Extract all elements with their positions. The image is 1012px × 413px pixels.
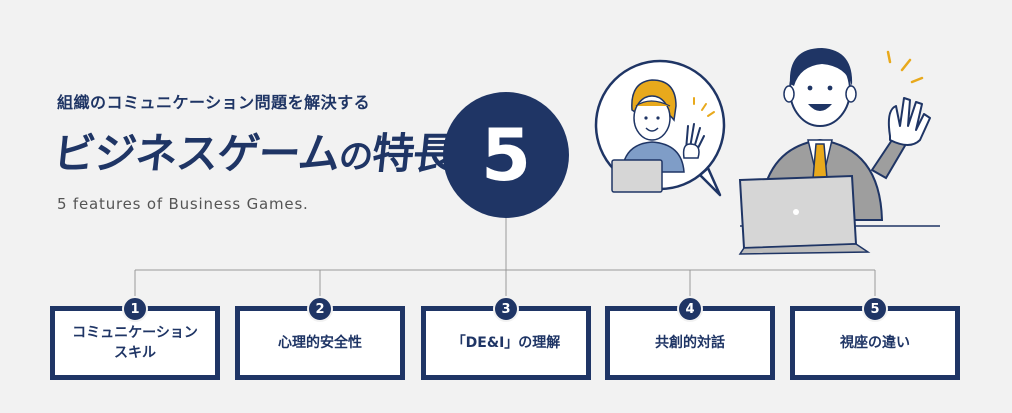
english-title: 5 features of Business Games. [57, 195, 309, 213]
subtitle: 組織のコミュニケーション問題を解決する [57, 93, 371, 112]
woman-waving-icon [594, 59, 726, 197]
feature-number-4: 4 [677, 296, 703, 322]
feature-number-2: 2 [307, 296, 333, 322]
businessman-waving-icon [738, 48, 940, 255]
meeting-illustration [594, 48, 940, 255]
feature-number-3: 3 [493, 296, 519, 322]
feature-count-circle: 5 [443, 92, 569, 218]
feature-number-5: 5 [862, 296, 888, 322]
feature-number-1: 1 [122, 296, 148, 322]
